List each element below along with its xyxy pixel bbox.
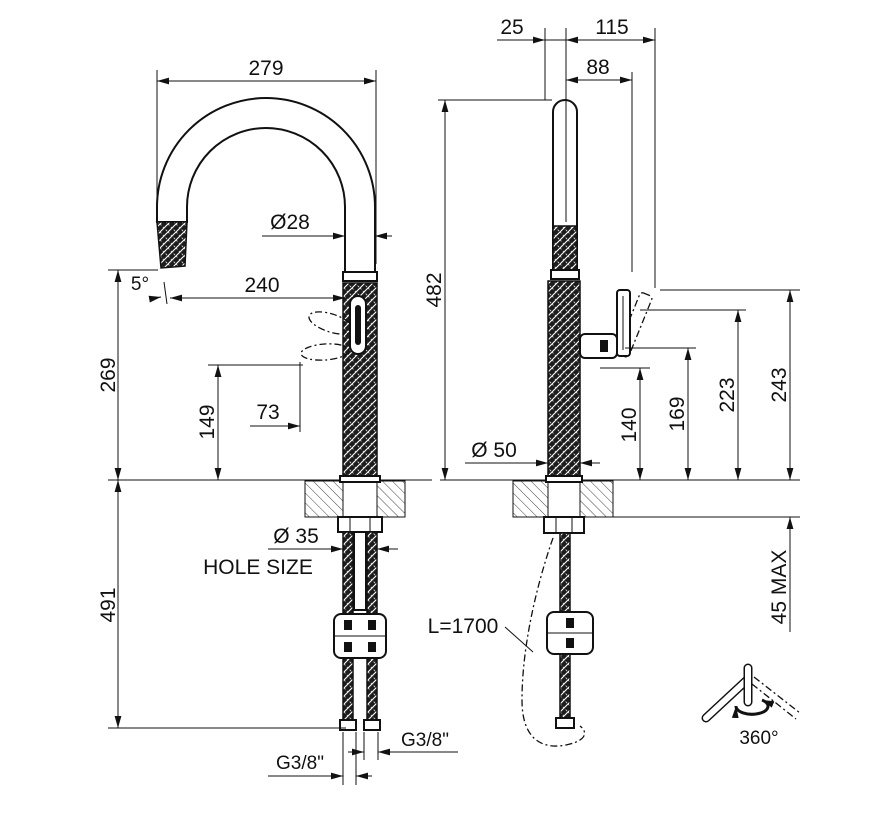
connection-right-label: G3/8" (401, 730, 449, 751)
dimension-label: 279 (248, 57, 283, 80)
dimension-label-overall-depth: 115 (595, 16, 628, 39)
dimension-label: 269 (97, 357, 120, 392)
base-ring (545, 475, 583, 483)
coupling-mark (344, 620, 352, 630)
connection-fitting-right (363, 719, 381, 731)
handle-pivot-mark (600, 340, 608, 352)
dimension-below-counter-length: 491 (97, 480, 346, 729)
dimension-label: 149 (196, 404, 219, 439)
upper-collar (342, 271, 378, 282)
dimension-connection-threads: G3/8" G3/8" (268, 730, 458, 785)
dimension-handle-depth: 88 (566, 56, 633, 272)
hose-length-label: L=1700 (428, 615, 499, 638)
handle-ghost-position-lower (300, 343, 350, 361)
front-view: 279 Ø28 5° 240 269 149 (97, 57, 458, 785)
dimension-depths-top: 25 115 (497, 16, 656, 288)
dimension-handle-pivot-height: 140 (600, 367, 650, 480)
dimension-spout-diameter: Ø28 (262, 211, 392, 240)
upper-collar (550, 269, 580, 280)
dimension-label-spout-offset: 25 (500, 16, 523, 39)
rotation-label: 360° (739, 728, 778, 749)
dimension-label: 140 (618, 407, 641, 442)
dimension-label: 482 (423, 272, 446, 307)
dimension-label: Ø 50 (471, 439, 517, 462)
tilt-reference-line (163, 281, 168, 305)
dimension-handle-upper-height: 223 (640, 309, 746, 480)
dimension-label: 240 (244, 274, 279, 297)
handle-pivot-block (579, 333, 618, 359)
dimension-handle-offset: 73 (250, 362, 301, 432)
dimension-handle-top-height: 243 (660, 289, 800, 480)
spout-ghost-edge (751, 683, 797, 720)
hose-length-callout: L=1700 (428, 615, 534, 653)
dimension-handle-height: 149 (196, 364, 303, 480)
connection-left-label: G3/8" (276, 753, 324, 774)
base-ring (339, 475, 381, 483)
dimension-spout-outlet-height: 269 (97, 269, 158, 480)
dimension-label: 88 (586, 56, 609, 79)
mounting-nut (337, 516, 383, 533)
mounting-nut (543, 516, 585, 534)
threaded-rod (353, 531, 367, 611)
coupling-mark (566, 638, 574, 648)
lever-handle-slot (355, 305, 361, 345)
rotation-360-icon: 360° (701, 663, 801, 749)
dimension-label: 223 (716, 377, 739, 412)
dimension-body-diameter: Ø 50 (465, 439, 600, 467)
dimension-label: 169 (666, 396, 689, 431)
spray-nozzle (552, 225, 578, 271)
dimension-handle-lower-height: 169 (625, 347, 696, 480)
coupling-mark (368, 620, 376, 630)
dimension-nozzle-tilt: 5° (131, 274, 168, 305)
connection-fitting-left (339, 719, 357, 731)
spout-ghost-edge (753, 676, 801, 714)
hole-size-caption: HOLE SIZE (203, 556, 313, 579)
dimension-overall-width: 279 (156, 57, 377, 264)
leader-line (504, 626, 534, 653)
coupling-mark (344, 642, 352, 652)
dimension-label: 73 (256, 401, 279, 424)
tilt-arrow (148, 295, 162, 303)
coupling-mark (566, 618, 574, 628)
pull-out-hose-extended (521, 537, 586, 747)
dimension-label: 45 MAX (768, 550, 791, 625)
spray-nozzle (156, 221, 188, 269)
shank-through-counter (547, 480, 581, 518)
dimension-label: 5° (131, 274, 149, 295)
dimension-label: Ø28 (270, 211, 310, 234)
rotation-arrow (731, 698, 775, 719)
braided-body (547, 280, 581, 479)
dimension-label: Ø 35 (273, 525, 319, 548)
coupling-mark (368, 642, 376, 652)
dimension-label: 491 (97, 587, 120, 622)
dimension-label: 243 (768, 367, 791, 402)
dimension-spout-reach: 240 (170, 274, 345, 302)
spout-symbol-fill (703, 676, 751, 721)
side-view: 25 115 88 482 Ø 50 140 (423, 16, 800, 747)
shank-through-counter (342, 480, 378, 518)
dimension-counter-thickness: 45 MAX (768, 517, 794, 632)
dimension-hole-diameter: Ø 35 HOLE SIZE (203, 525, 398, 579)
connection-fitting (555, 717, 575, 729)
gooseneck-spout (156, 97, 376, 275)
dimension-overall-height: 482 (423, 99, 552, 480)
